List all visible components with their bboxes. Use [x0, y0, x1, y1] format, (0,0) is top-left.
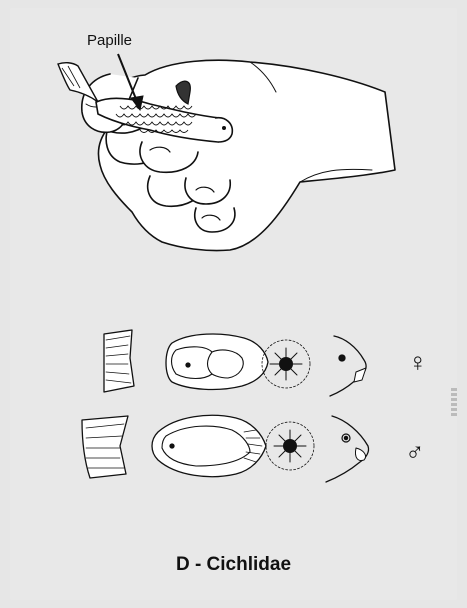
male-head [326, 416, 369, 482]
female-head [330, 336, 366, 396]
female-symbol: ♀ [408, 349, 428, 375]
male-symbol: ♂ [405, 439, 425, 465]
side-watermark-mark [451, 388, 457, 416]
papille-label: Papille [87, 32, 132, 49]
male-diagram [82, 415, 369, 482]
female-diagram [104, 330, 366, 396]
male-tail-fin [82, 416, 128, 478]
figure-caption: D - Cichlidae [0, 554, 467, 576]
hand-with-fish-illustration [82, 60, 395, 250]
